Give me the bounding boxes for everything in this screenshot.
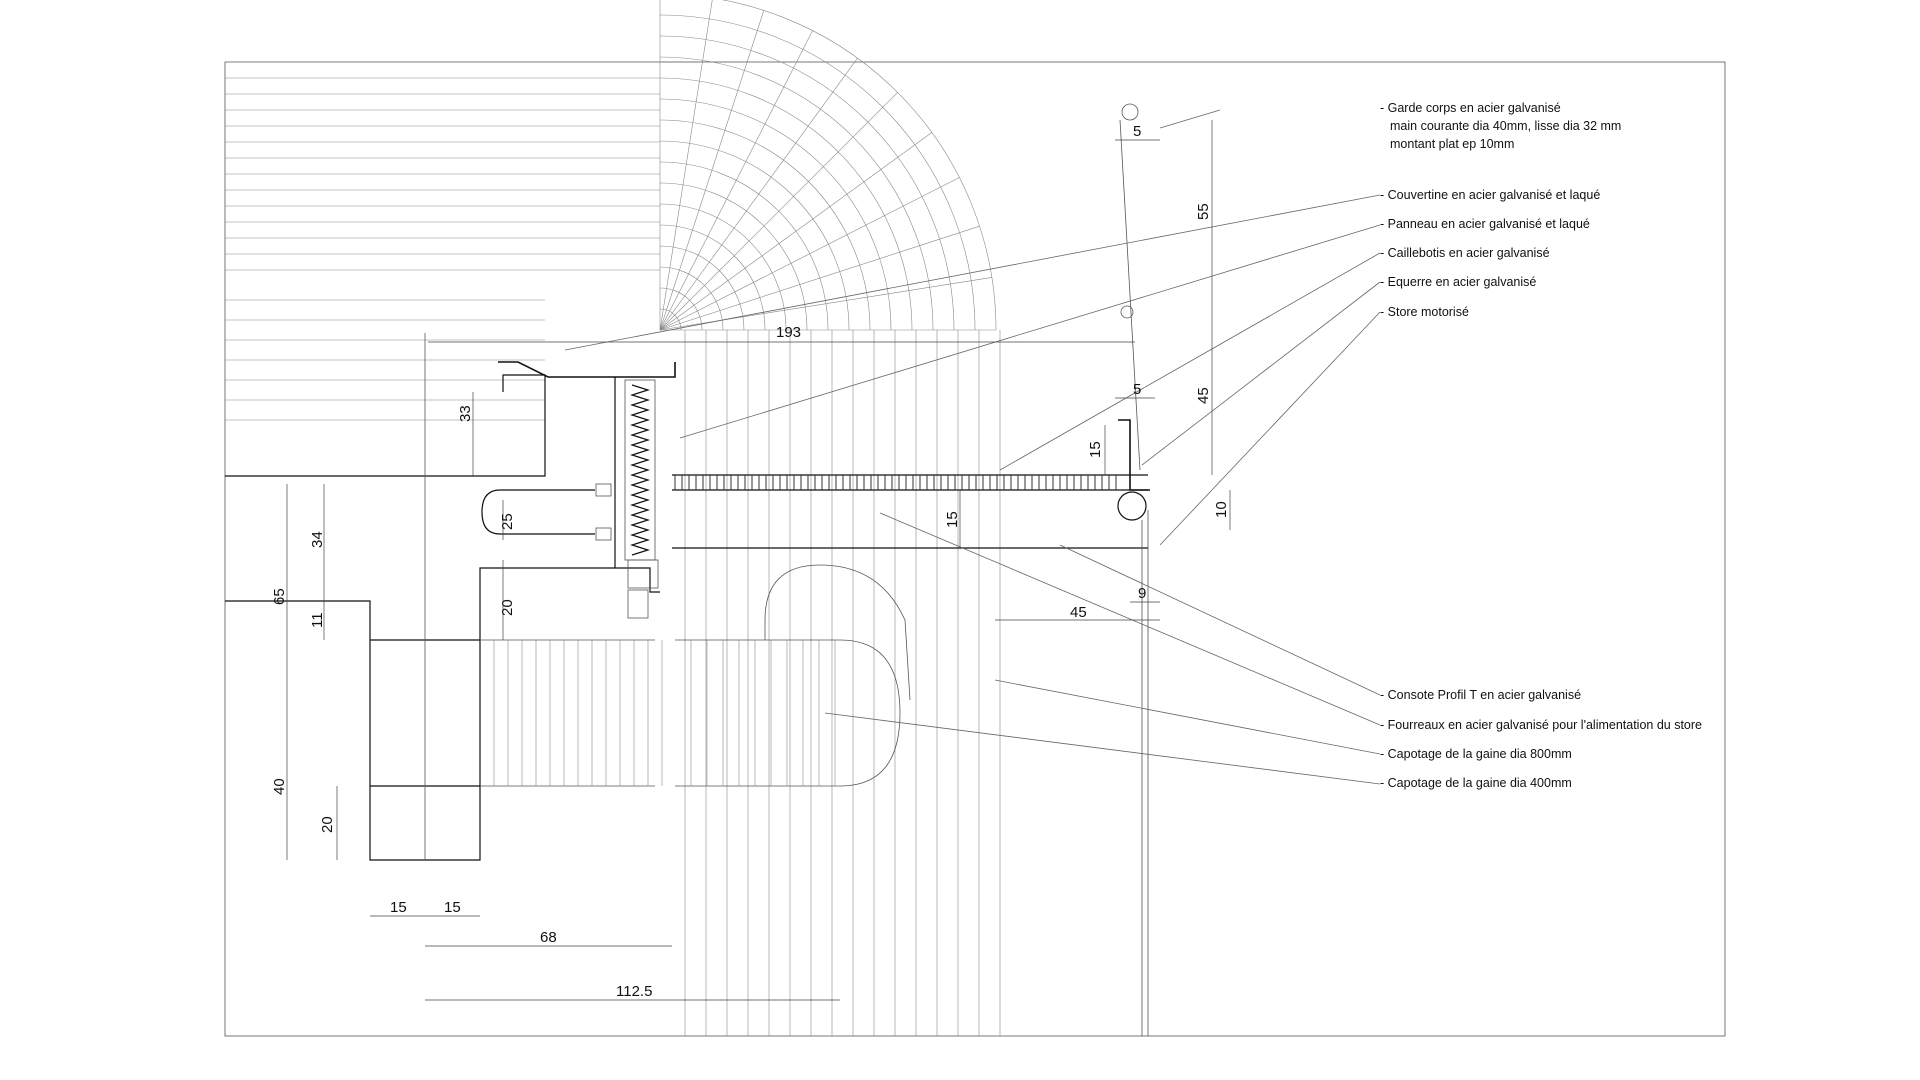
connector (627, 589, 649, 619)
annotation-notes: - Garde corps en acier galvanisé main co… (1380, 101, 1702, 790)
curved-panel-rib (659, 0, 713, 331)
console (672, 474, 1148, 549)
curved-panel-rib (659, 92, 898, 331)
dim-10: 10 (1213, 501, 1230, 518)
dim-193: 193 (776, 324, 801, 341)
store-roller (1117, 491, 1147, 521)
dim-55: 55 (1195, 203, 1212, 220)
curved-panel-rib (659, 177, 960, 331)
duct-800-cap (764, 564, 911, 701)
dim-9: 9 (1138, 585, 1146, 602)
dim-20-lower: 20 (319, 816, 336, 833)
upper-slab-outline (225, 374, 546, 477)
curved-panel-rib (659, 225, 980, 331)
couvertine (498, 361, 676, 378)
dim-15-left: 15 (390, 899, 407, 916)
anchor-bolt-bottom (595, 527, 612, 541)
dim-5-top: 5 (1133, 123, 1141, 140)
equerre (1118, 419, 1150, 491)
dim-33: 33 (457, 405, 474, 422)
dim-11: 11 (309, 612, 326, 628)
drawing-frame (224, 61, 1726, 1037)
upper-cladding-lines (225, 61, 660, 421)
vertical-cladding-lines (684, 330, 1001, 1036)
note-store: - Store motorisé (1380, 305, 1469, 319)
u-anchor (481, 489, 595, 535)
dim-5-mid: 5 (1133, 381, 1141, 398)
dim-45-vertical: 45 (1195, 387, 1212, 404)
panel-box-lower (627, 559, 659, 589)
dim-112-5: 112.5 (616, 983, 652, 1000)
dim-25: 25 (499, 513, 516, 530)
dim-15-right: 15 (444, 899, 461, 916)
dim-40: 40 (271, 778, 288, 795)
note-capotage-400: - Capotage de la gaine dia 400mm (1380, 776, 1572, 790)
curved-panel-arc (721, 0, 997, 331)
railing-post (1119, 119, 1141, 471)
handrail (1121, 103, 1139, 121)
wall-profile (225, 567, 615, 861)
dimension-lines (286, 120, 1231, 1001)
dim-65: 65 (271, 588, 288, 605)
dim-34: 34 (309, 531, 326, 548)
curved-corner-panels (659, 0, 997, 331)
dim-20-upper: 20 (499, 599, 516, 616)
middle-rail (1120, 305, 1134, 319)
dim-45-horizontal: 45 (1070, 604, 1087, 621)
caillebotis (674, 475, 1117, 490)
curved-panel-rib (659, 10, 765, 331)
note-panneau: - Panneau en acier galvanisé et laqué (1380, 217, 1590, 231)
panel-outline (614, 377, 660, 593)
note-equerre: - Equerre en acier galvanisé (1380, 275, 1536, 289)
curved-panel-rib (659, 57, 858, 331)
note-capotage-800: - Capotage de la gaine dia 800mm (1380, 747, 1572, 761)
note-garde-corps: - Garde corps en acier galvanisé main co… (1380, 101, 1625, 151)
duct-400 (480, 639, 901, 787)
note-caillebotis: - Caillebotis en acier galvanisé (1380, 246, 1550, 260)
curved-panel-rib (659, 132, 933, 331)
dim-68: 68 (540, 929, 557, 946)
duct-lines (493, 640, 836, 786)
anchor-bolt-top (595, 483, 612, 497)
leader-lines (564, 109, 1381, 785)
note-fourreaux: - Fourreaux en acier galvanisé pour l'al… (1380, 718, 1702, 732)
dim-15-post: 15 (1087, 441, 1104, 458)
note-console: - Consote Profil T en acier galvanisé (1380, 688, 1581, 702)
insulation-panel (629, 384, 651, 556)
dim-15-console: 15 (944, 511, 961, 528)
curved-panel-rib (659, 30, 813, 331)
note-couvertine: - Couvertine en acier galvanisé et laqué (1380, 188, 1600, 202)
